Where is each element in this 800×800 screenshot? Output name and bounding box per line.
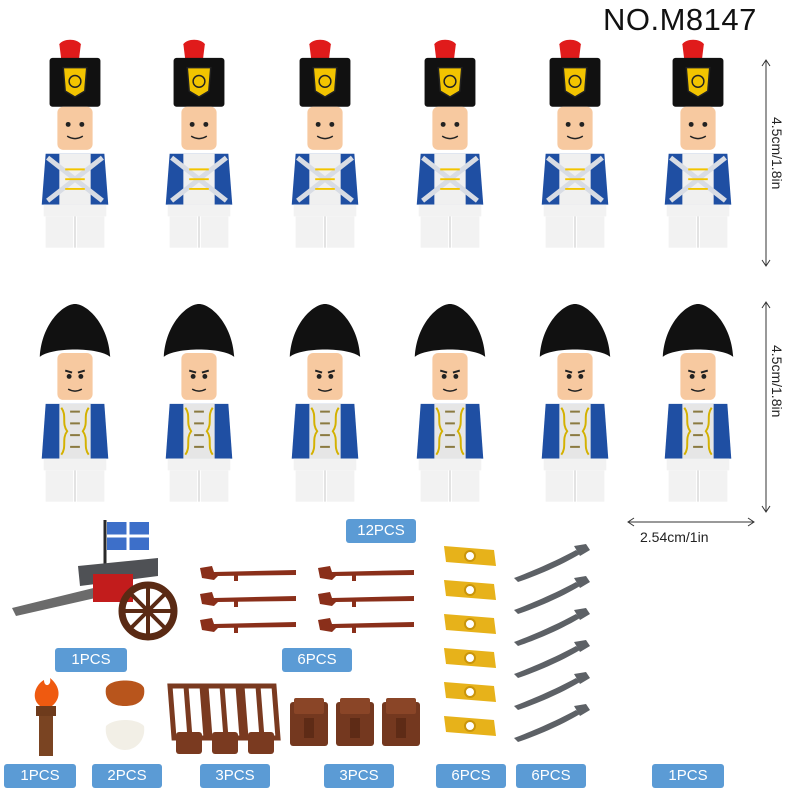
bicorne-officer-figure-3	[289, 304, 361, 502]
musket-icon	[318, 592, 414, 607]
height-dimension-line-row2	[761, 301, 771, 513]
gold-plate-group	[440, 542, 502, 742]
backpack-icon	[239, 683, 281, 754]
shako-soldier-figure-3	[291, 39, 359, 248]
extra-count-badge: 1PCS	[652, 764, 724, 788]
bicorne-officer-figure-6	[662, 304, 734, 502]
gold-plate-icon	[444, 546, 496, 566]
musket-icon	[318, 618, 414, 633]
musket-group	[198, 552, 418, 642]
pouch-count-badge: 3PCS	[324, 764, 394, 788]
bicorne-officer-figure-5	[539, 304, 611, 502]
cannon-icon	[12, 520, 178, 641]
torch-count-badge: 1PCS	[4, 764, 76, 788]
shako-soldier-figure-2	[165, 39, 233, 248]
beard-count-badge: 2PCS	[92, 764, 162, 788]
sabre-count-badge: 6PCS	[516, 764, 586, 788]
musket-icon	[200, 618, 296, 633]
shako-soldier-figure-4	[416, 39, 484, 248]
sabre-group	[510, 542, 594, 742]
gold-plate-icon	[444, 648, 496, 668]
cannon-count-badge: 1PCS	[55, 648, 127, 672]
width-label: 2.54cm/1in	[640, 529, 709, 545]
beard-icon	[105, 680, 145, 750]
bicorne-officer-figure-1	[39, 304, 111, 502]
backpack-group	[166, 682, 286, 758]
gold-plate-icon	[444, 716, 496, 736]
gold-plate-icon	[444, 614, 496, 634]
sabre-icon	[514, 704, 590, 742]
sabre-icon	[514, 672, 590, 710]
pouch-icon	[336, 698, 374, 746]
bicorne-officer-figure-4	[414, 304, 486, 502]
pouch-icon	[290, 698, 328, 746]
backpack-count-badge: 3PCS	[200, 764, 270, 788]
height-label-row1: 4.5cm/1.8in	[769, 117, 785, 190]
total-pieces-badge: 12PCS	[346, 519, 416, 543]
bicorne-officer-figure-2	[163, 304, 235, 502]
model-number: NO.M8147	[603, 2, 757, 37]
sabre-icon	[514, 544, 590, 582]
gold-plate-count-badge: 6PCS	[436, 764, 506, 788]
sabre-icon	[514, 576, 590, 614]
shako-soldier-figure-1	[41, 39, 109, 248]
shako-soldier-figure-6	[664, 39, 732, 248]
height-dimension-line-row1	[761, 59, 771, 267]
pouch-group	[288, 696, 422, 750]
musket-count-badge: 6PCS	[282, 648, 352, 672]
width-dimension-line	[627, 517, 755, 527]
gold-plate-icon	[444, 682, 496, 702]
musket-icon	[318, 566, 414, 581]
torch-icon	[34, 678, 59, 756]
shako-soldier-figure-5	[541, 39, 609, 248]
backpack-icon	[203, 683, 245, 754]
gold-plate-icon	[444, 580, 496, 600]
sabre-icon	[514, 608, 590, 646]
height-label-row2: 4.5cm/1.8in	[769, 345, 785, 418]
backpack-icon	[167, 683, 209, 754]
musket-icon	[200, 592, 296, 607]
pouch-icon	[382, 698, 420, 746]
sabre-icon	[514, 640, 590, 678]
musket-icon	[200, 566, 296, 581]
